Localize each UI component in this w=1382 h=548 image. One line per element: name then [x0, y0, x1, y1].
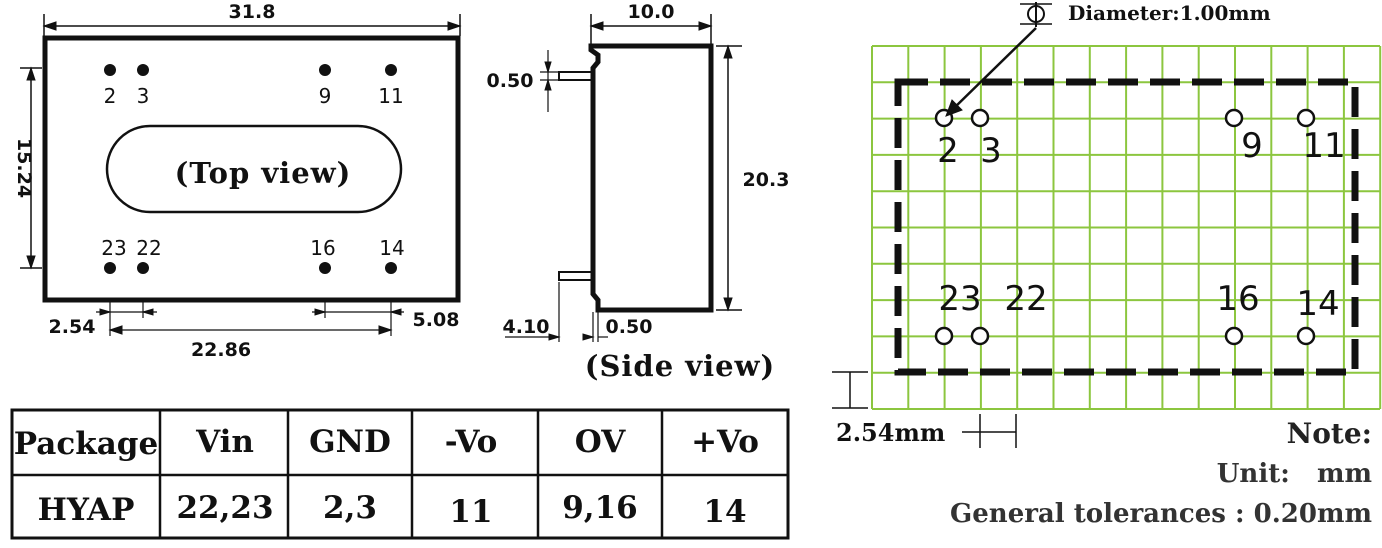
bottom-pin-label: 23	[101, 236, 126, 260]
side-view-label: (Side view)	[585, 349, 776, 383]
pitch-dim: 2.54	[49, 316, 96, 338]
footprint-pin-label: 14	[1296, 284, 1339, 324]
pin-dot	[385, 262, 397, 274]
bottom-pin-label: 14	[379, 236, 404, 260]
footprint-pin-label: 9	[1241, 126, 1263, 166]
note-unit: Unit: mm	[1217, 459, 1372, 489]
diameter-callout	[945, 2, 1052, 117]
pin-dot	[137, 262, 149, 274]
footprint-pin-label: 16	[1216, 279, 1259, 319]
pin-dot	[319, 262, 331, 274]
diameter-label: Diameter:1.00mm	[1068, 1, 1271, 25]
pad	[934, 326, 954, 346]
top-view-pins	[104, 64, 397, 274]
top-pin-label: 3	[137, 84, 150, 108]
footprint-pin-label: 11	[1302, 126, 1345, 166]
pin-thickness-dim: 0.50	[487, 70, 534, 92]
top-pin-label: 11	[378, 84, 403, 108]
pin-length-dim: 4.10	[503, 316, 550, 338]
pin-dot	[137, 64, 149, 76]
pin-dot	[385, 64, 397, 76]
table-header-cell: GND	[309, 424, 391, 460]
bottom-pin-label: 16	[310, 236, 335, 260]
bottom-pin-label: 22	[136, 236, 161, 260]
table-header-cell: OV	[575, 424, 626, 460]
pad	[1296, 108, 1316, 128]
table-cell: 9,16	[562, 490, 638, 526]
table-header-cell: Package	[14, 426, 158, 462]
side-view-depth-dim: 10.0	[628, 1, 675, 23]
footprint-pin-label: 22	[1004, 279, 1047, 319]
top-view-width-dim: 31.8	[229, 1, 276, 23]
top-pin-label: 2	[104, 84, 117, 108]
table-cell: HYAP	[38, 492, 135, 528]
grid-pitch-label: 2.54mm	[836, 418, 945, 447]
table-cell: 11	[449, 494, 492, 530]
edge-dim: 5.08	[413, 309, 460, 331]
footprint-grid	[871, 45, 1382, 410]
pad	[1224, 326, 1244, 346]
pin-dot	[319, 64, 331, 76]
pin-dot	[104, 262, 116, 274]
top-view-label: (Top view)	[175, 156, 352, 190]
pin-dot	[104, 64, 116, 76]
note-title: Note:	[1287, 417, 1372, 450]
table-header-cell: -Vo	[445, 424, 498, 460]
table-header-cell: Vin	[195, 424, 254, 460]
footprint-pin-label: 3	[980, 131, 1002, 171]
side-view-height-dim: 20.3	[743, 169, 790, 191]
footprint-pads	[934, 108, 1316, 346]
note-tolerance: General tolerances : 0.20mm	[950, 499, 1372, 529]
pin-table	[10, 408, 790, 540]
top-view	[20, 14, 462, 336]
top-pin-label: 9	[319, 84, 332, 108]
grid-pitch-dim	[832, 371, 1017, 448]
pad	[1296, 326, 1316, 346]
pad	[970, 108, 990, 128]
table-header-cell: +Vo	[691, 424, 759, 460]
table-cell: 2,3	[323, 490, 377, 526]
pad	[1224, 108, 1244, 128]
table-cell: 14	[703, 494, 746, 530]
side-view	[505, 14, 742, 342]
span-dim: 22.86	[191, 339, 251, 361]
footprint-pin-label: 23	[938, 279, 981, 319]
table-cell: 22,23	[176, 490, 273, 526]
pad	[970, 326, 990, 346]
footprint-outline	[894, 78, 1359, 376]
step-dim: 0.50	[606, 316, 653, 338]
top-view-height-dim: 15.24	[13, 138, 35, 198]
footprint-pin-label: 2	[937, 131, 959, 171]
